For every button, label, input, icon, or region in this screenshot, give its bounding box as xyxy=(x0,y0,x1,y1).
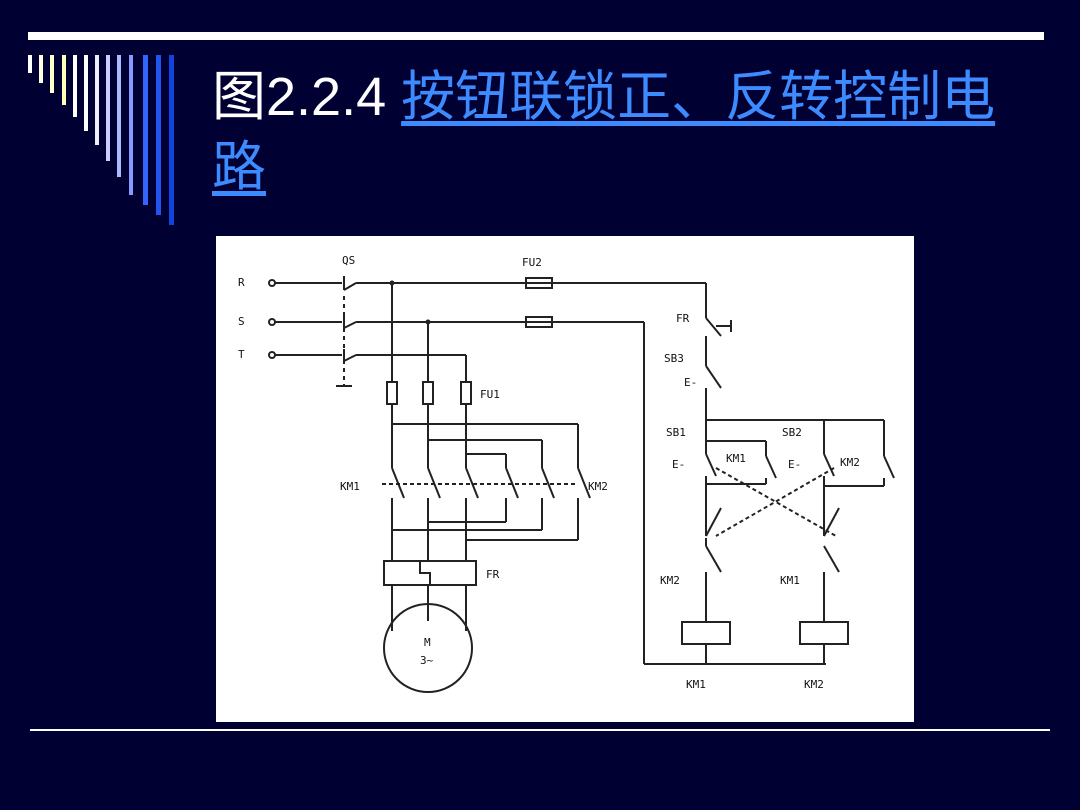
label-r: R xyxy=(238,276,245,289)
fu2-fuses: FU2 xyxy=(522,256,707,328)
circuit-diagram: R S T QS FU2 FU1 xyxy=(238,254,895,693)
km2-main-contacts: KM2 xyxy=(505,467,608,499)
label-e1: E- xyxy=(684,376,697,389)
label-sb1: SB1 xyxy=(666,426,686,439)
label-fu2: FU2 xyxy=(522,256,542,269)
fu1-fuses: FU1 xyxy=(386,381,500,405)
phase-inputs: R S T xyxy=(238,276,342,361)
title-figure-number: 图2.2.4 xyxy=(212,67,402,127)
label-km2-hold: KM2 xyxy=(840,456,860,469)
label-km2-coil: KM2 xyxy=(804,678,824,691)
label-sb3: SB3 xyxy=(664,352,684,365)
km2-hold-contact: KM2 xyxy=(824,441,895,487)
label-sb2: SB2 xyxy=(782,426,802,439)
bottom-rule xyxy=(30,729,1050,731)
circuit-diagram-panel: R S T QS FU2 FU1 xyxy=(216,236,914,722)
qs-switch: QS xyxy=(336,254,357,387)
sb1-forward-button: SB1 E- xyxy=(666,420,717,506)
km2-coil: KM2 xyxy=(799,621,849,691)
label-km2-main: KM2 xyxy=(588,480,608,493)
motor: M 3~ xyxy=(383,603,473,693)
label-motor-m: M xyxy=(424,636,431,649)
slide-title: 图2.2.4 按钮联锁正、反转控制电路 xyxy=(212,62,1032,202)
km1-hold-contact: KM1 xyxy=(706,440,777,485)
km1-main-contacts: KM1 xyxy=(340,467,479,499)
label-t: T xyxy=(238,348,245,361)
sb2-reverse-button: SB2 E- xyxy=(782,420,835,506)
km1-interlock-contact: KM1 xyxy=(780,506,840,622)
label-km1-coil: KM1 xyxy=(686,678,706,691)
label-km1-inter: KM1 xyxy=(780,574,800,587)
fr-thermal-relay: FR xyxy=(383,560,500,586)
label-km1-hold: KM1 xyxy=(726,452,746,465)
label-e3: E- xyxy=(788,458,801,471)
km1-coil: KM1 xyxy=(681,621,731,691)
km2-interlock-contact: KM2 xyxy=(660,506,722,622)
label-fr-top: FR xyxy=(676,312,690,325)
decorative-stripes xyxy=(28,55,174,225)
label-fu1: FU1 xyxy=(480,388,500,401)
label-motor-phases: 3~ xyxy=(420,654,434,667)
label-km2-inter: KM2 xyxy=(660,574,680,587)
title-link[interactable]: 按钮联锁正、反转控制电路 xyxy=(212,65,996,198)
label-e2: E- xyxy=(672,458,685,471)
fr-nc-contact: FR xyxy=(676,308,732,354)
label-fr-main: FR xyxy=(486,568,500,581)
label-km1-main: KM1 xyxy=(340,480,360,493)
label-qs: QS xyxy=(342,254,355,267)
top-rule xyxy=(28,32,1044,40)
label-s: S xyxy=(238,315,245,328)
sb3-stop-button: SB3 E- xyxy=(664,352,722,420)
